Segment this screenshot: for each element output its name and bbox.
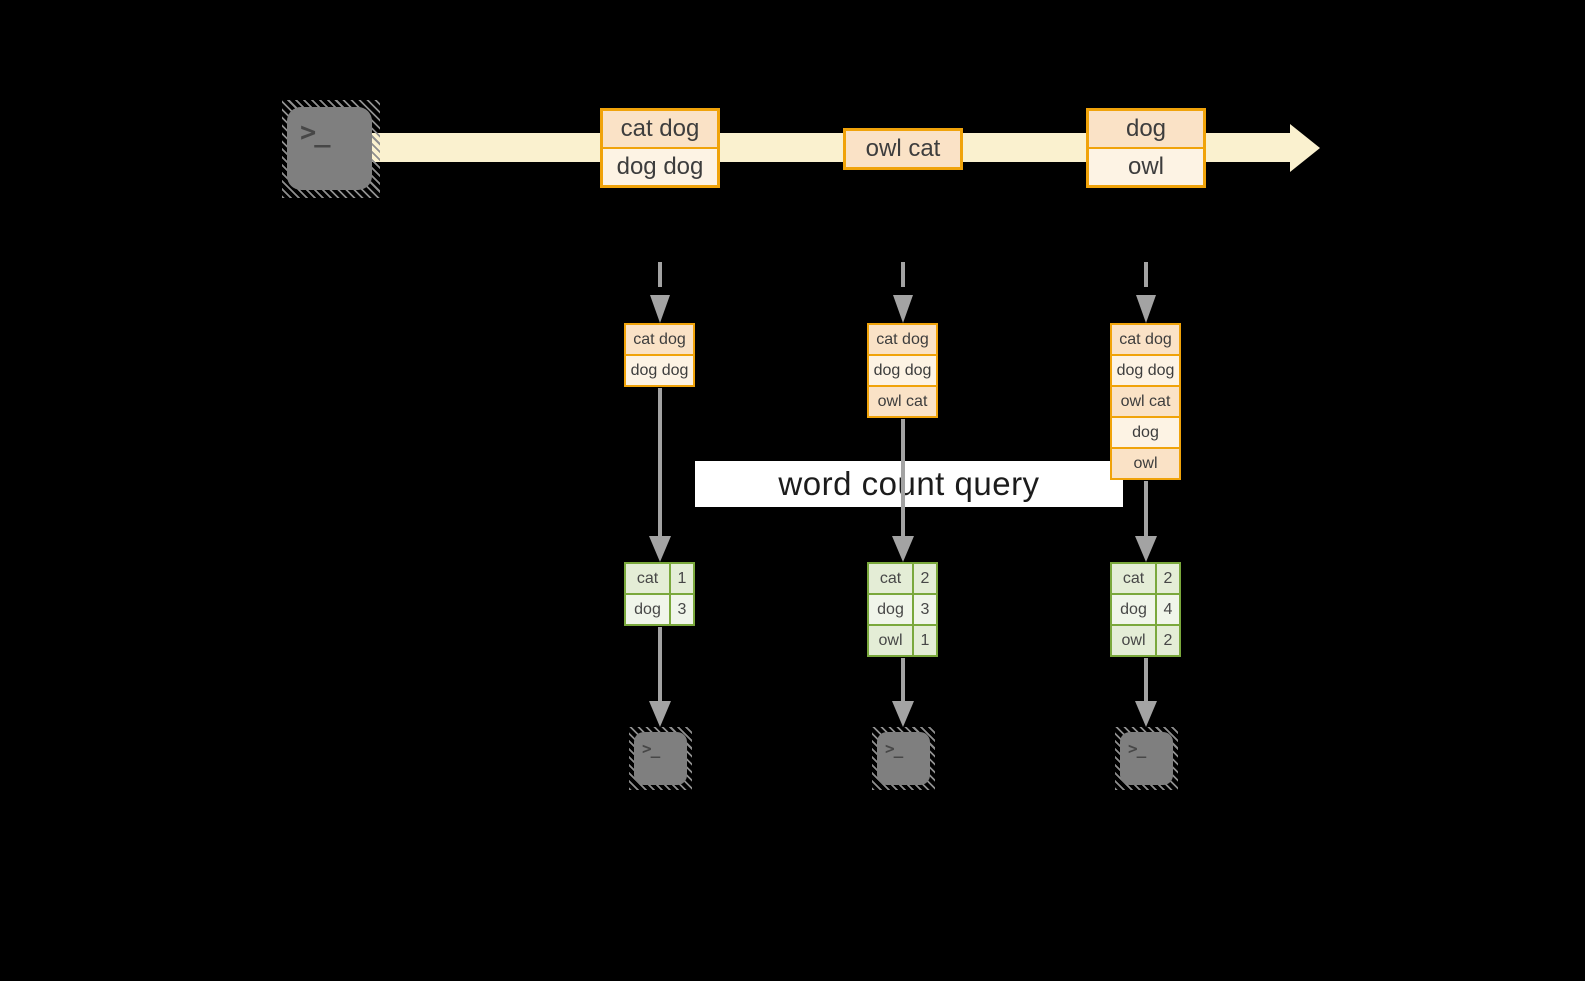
snapshot-row: owl cat	[869, 385, 936, 416]
connector-arrow-head-icon	[1135, 701, 1157, 727]
count-cell: 4	[1157, 595, 1179, 624]
word-cell: owl	[869, 626, 914, 655]
dashed-arrow-head-icon	[650, 295, 670, 323]
sink-terminal-body: >_	[1120, 732, 1173, 785]
stream-event-box: owl cat	[843, 128, 963, 170]
connector-arrow-head-icon	[649, 701, 671, 727]
connector-arrow-head-icon	[649, 536, 671, 562]
snapshot-row: owl	[1112, 447, 1179, 478]
stream-event-line: cat dog	[603, 111, 717, 147]
snapshot-row: dog dog	[626, 354, 693, 385]
stream-event-line: owl cat	[846, 131, 960, 167]
count-cell: 2	[1157, 626, 1179, 655]
word-cell: dog	[626, 595, 671, 624]
stream-timeline-arrowhead-icon	[1290, 124, 1320, 172]
connector-arrow-head-icon	[892, 701, 914, 727]
terminal-prompt-glyph: >_	[885, 739, 903, 758]
count-cell: 3	[671, 595, 693, 624]
word-cell: cat	[869, 564, 914, 593]
connector-line	[1144, 658, 1148, 703]
snapshot-row: cat dog	[869, 325, 936, 354]
dashed-arrow-head-icon	[893, 295, 913, 323]
stream-event-line: dog	[1089, 111, 1203, 147]
stream-event-line: dog dog	[603, 147, 717, 185]
dashed-arrow-head-icon	[1136, 295, 1156, 323]
dashed-arrow-segment	[658, 262, 662, 287]
count-cell: 1	[914, 626, 936, 655]
word-cell: cat	[1112, 564, 1157, 593]
connector-arrow-head-icon	[1135, 536, 1157, 562]
connector-line	[901, 658, 905, 703]
snapshot-row: dog	[1112, 416, 1179, 447]
snapshot-row: owl cat	[1112, 385, 1179, 416]
terminal-prompt-glyph: >_	[1128, 739, 1146, 758]
word-cell: dog	[1112, 595, 1157, 624]
connector-line	[901, 419, 905, 538]
terminal-prompt-glyph: >_	[642, 739, 660, 758]
stream-event-line: owl	[1089, 147, 1203, 185]
snapshot-row: dog dog	[1112, 354, 1179, 385]
count-cell: 3	[914, 595, 936, 624]
dashed-arrow-segment	[1144, 262, 1148, 287]
sink-terminal-body: >_	[634, 732, 687, 785]
connector-line	[658, 627, 662, 703]
connector-line	[1144, 481, 1148, 538]
word-cell: cat	[626, 564, 671, 593]
snapshot-row: cat dog	[626, 325, 693, 354]
count-cell: 2	[914, 564, 936, 593]
snapshot-row: cat dog	[1112, 325, 1179, 354]
sink-terminal-body: >_	[877, 732, 930, 785]
word-cell: dog	[869, 595, 914, 624]
sink-terminal-icon: >_	[1115, 727, 1178, 790]
count-cell: 2	[1157, 564, 1179, 593]
query-band: word count query	[695, 461, 1123, 507]
count-cell: 1	[671, 564, 693, 593]
sink-terminal-icon: >_	[629, 727, 692, 790]
word-cell: owl	[1112, 626, 1157, 655]
dashed-arrow-segment	[901, 262, 905, 287]
connector-arrow-head-icon	[892, 536, 914, 562]
sink-terminal-icon: >_	[872, 727, 935, 790]
connector-line	[658, 388, 662, 538]
source-terminal-icon: >_	[282, 100, 380, 198]
snapshot-row: dog dog	[869, 354, 936, 385]
terminal-prompt-glyph: >_	[300, 117, 331, 148]
query-label: word count query	[778, 465, 1040, 502]
